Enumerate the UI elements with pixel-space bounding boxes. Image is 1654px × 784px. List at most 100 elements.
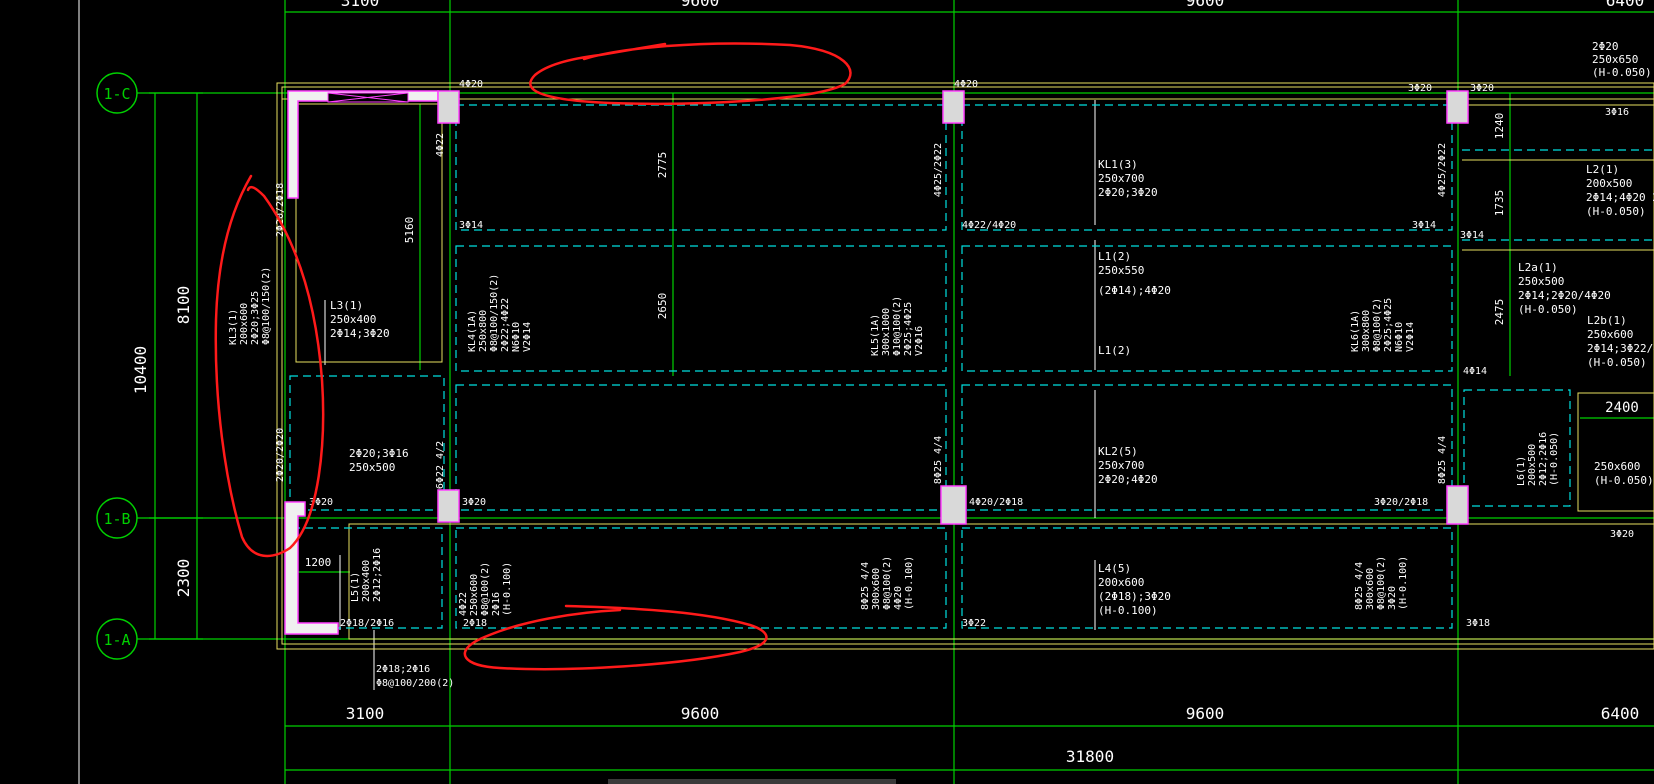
beam-stirrup: Φ8@100(2): [882, 556, 893, 610]
beam-rebar: 2Φ20;3Φ20: [1098, 186, 1158, 199]
rebar-label: 3Φ18: [1466, 618, 1490, 629]
slab-panel-6: [961, 384, 1453, 511]
column-b2: [437, 489, 460, 523]
beam-rebar: 2Φ20: [1592, 40, 1619, 53]
column-b3: [940, 485, 967, 525]
dim-bottom-4: 6400: [1601, 704, 1640, 723]
beam-rebar: 2Φ14;3Φ22/4: [1587, 342, 1654, 355]
rebar-label: 4Φ20: [954, 79, 978, 90]
beam-label-l1-lower: L1(2): [1098, 344, 1131, 357]
axis-bubble-1b[interactable]: 1-B: [96, 497, 138, 539]
wall-top-left: [287, 90, 439, 199]
rebar-vlabel: 4Φ25/2Φ22: [1437, 143, 1448, 197]
beam-label-l3: L3(1) 250x400 2Φ14;3Φ20: [330, 299, 390, 340]
beam-size: 200x600: [1098, 576, 1144, 589]
beam-elev: (H-0.100): [904, 556, 915, 610]
axis-label: 1-B: [103, 510, 130, 528]
beam-rebar: 2Φ22;4Φ22: [500, 298, 511, 352]
beam-stirrup: Φ8@100(2): [1372, 298, 1383, 352]
rebar-label: 3Φ20: [1470, 83, 1494, 94]
beam-rebar: 2Φ12;2Φ16: [1538, 432, 1549, 486]
beam-size: 300x600: [871, 568, 882, 610]
beam-stirrup: Φ8@100(2): [480, 562, 491, 616]
slab-panel-2: [961, 104, 1453, 231]
dashed-beams: [289, 104, 1654, 629]
beam-rebar: 2Φ14;3Φ20: [330, 327, 390, 340]
rebar-vlabel: 2Φ20/2Φ18: [275, 183, 286, 237]
rebar-vlabel: 8Φ25 4/4: [1437, 436, 1448, 484]
red-ellipse-top: [529, 42, 852, 105]
beam-size: 300x600: [1365, 568, 1376, 610]
beam-rebar: 2Φ20;4Φ20: [1098, 473, 1158, 486]
beam-side-bar: N6Φ10: [1394, 322, 1405, 352]
dim-2775: 2775: [656, 152, 669, 179]
beam-size: 300x1000: [881, 308, 892, 356]
dim-bottom-1: 3100: [346, 704, 385, 723]
dim-bottom-3: 9600: [1186, 704, 1225, 723]
beam-stirrup: Φ8@100/200(2): [376, 678, 454, 689]
beam-size: 250x550: [1098, 264, 1144, 277]
rebar-label: 4Φ20: [459, 79, 483, 90]
dim-left-upper: 8100: [174, 286, 193, 325]
beam-rebar: 8Φ25 4/4: [860, 562, 871, 610]
beam-code: L5(1): [350, 572, 361, 602]
beam-stirrup: Φ10@100(2): [892, 296, 903, 356]
beam-label-l2a: L2a(1) 250x500 2Φ14;2Φ20/4Φ20 (H-0.050): [1518, 261, 1611, 316]
horizontal-scrollbar[interactable]: [608, 779, 896, 784]
beam-size: 250x700: [1098, 459, 1144, 472]
beam-elev: (H-0.100): [1398, 556, 1409, 610]
beam-label-l5: L5(1) 200x400 2Φ12;2Φ16: [350, 548, 383, 602]
beam-size: 250x650: [1592, 53, 1638, 66]
beam-code: L2a(1): [1518, 261, 1558, 274]
rebar-label: 2Φ18: [463, 618, 487, 629]
red-ellipse-left: [214, 174, 325, 558]
beam-stirrup: Φ8@100/150(2): [489, 274, 500, 352]
beam-outlines: [276, 82, 1654, 650]
rebar-label: 3Φ20: [1408, 83, 1432, 94]
beam-elev: (H-0.050): [1586, 205, 1646, 218]
beam-size: 250x600: [469, 574, 480, 616]
axis-bubble-1c[interactable]: 1-C: [96, 72, 138, 114]
dim-5160: 5160: [403, 217, 416, 244]
beam-rebar: 2Φ14;4Φ20 2/: [1586, 191, 1654, 204]
rebar-texts: 4Φ20 4Φ20 3Φ20 3Φ20 3Φ14 4Φ22/4Φ20 3Φ14 …: [309, 79, 1634, 629]
rebar-label: 3Φ20: [462, 497, 486, 508]
axis-bubble-1a[interactable]: 1-A: [96, 618, 138, 660]
beam-label-bottom-3: 8Φ25 4/4 300x600 Φ8@100(2) 3Φ20 (H-0.100…: [1354, 556, 1409, 610]
beam-size: 200x500: [1586, 177, 1632, 190]
beam-size: 200x600: [239, 303, 250, 345]
red-ellipse-bottom: [463, 604, 768, 671]
dim-1735: 1735: [1493, 190, 1506, 217]
beam-size: 250x800: [478, 310, 489, 352]
axis-bubbles: 1-C 1-B 1-A: [96, 72, 138, 660]
beam-size: 250x500: [349, 461, 395, 474]
beam-code: L6(1): [1516, 456, 1527, 486]
rebar-label: 3Φ14: [1412, 220, 1436, 231]
dim-1240: 1240: [1493, 113, 1506, 140]
beam-label-kl4: KL4(1A) 250x800 Φ8@100/150(2) 2Φ22;4Φ22 …: [467, 274, 533, 352]
beam-label-l2: L2(1) 200x500 2Φ14;4Φ20 2/ (H-0.050): [1586, 163, 1654, 218]
beam-label-kl1: KL1(3) 250x700 2Φ20;3Φ20: [1098, 158, 1158, 199]
beam-code: KL4(1A): [467, 310, 478, 352]
rebar-label: 4Φ22/4Φ20: [962, 220, 1016, 231]
beam-size: 200x400: [361, 560, 372, 602]
beam-stirrup: Φ8@100/150(2): [261, 267, 272, 345]
dim-bottom-total: 31800: [1066, 747, 1114, 766]
column-c3: [942, 90, 965, 124]
beam-rebar: 2Φ20;3Φ16: [349, 447, 409, 460]
beam-size: 200x500: [1527, 444, 1538, 486]
beam-code: L2b(1): [1587, 314, 1627, 327]
dim-left-lower: 2300: [174, 559, 193, 598]
rebar-vlabel: 4Φ25/2Φ22: [933, 143, 944, 197]
rebar-vlabel: 2Φ20/2Φ20: [275, 428, 286, 482]
beam-rebar: 2Φ14;2Φ20/4Φ20: [1518, 289, 1611, 302]
rebar-label: 3Φ20/2Φ18: [1374, 497, 1428, 508]
slab-panel-1: [455, 104, 947, 231]
rebar-label: 3Φ16: [1605, 107, 1629, 118]
dim-2400: 2400: [1605, 400, 1639, 416]
beam-size: 250x600: [1594, 460, 1640, 473]
beam-label-bottom-1: 4Φ22 250x600 Φ8@100(2) 2Φ16 (H-0.100): [458, 562, 513, 616]
beam-label-l6: L6(1) 200x500 2Φ12;2Φ16 (H-0.050): [1516, 432, 1560, 486]
beam-label-below-slab: 2Φ18;2Φ16 Φ8@100/200(2): [376, 664, 454, 689]
